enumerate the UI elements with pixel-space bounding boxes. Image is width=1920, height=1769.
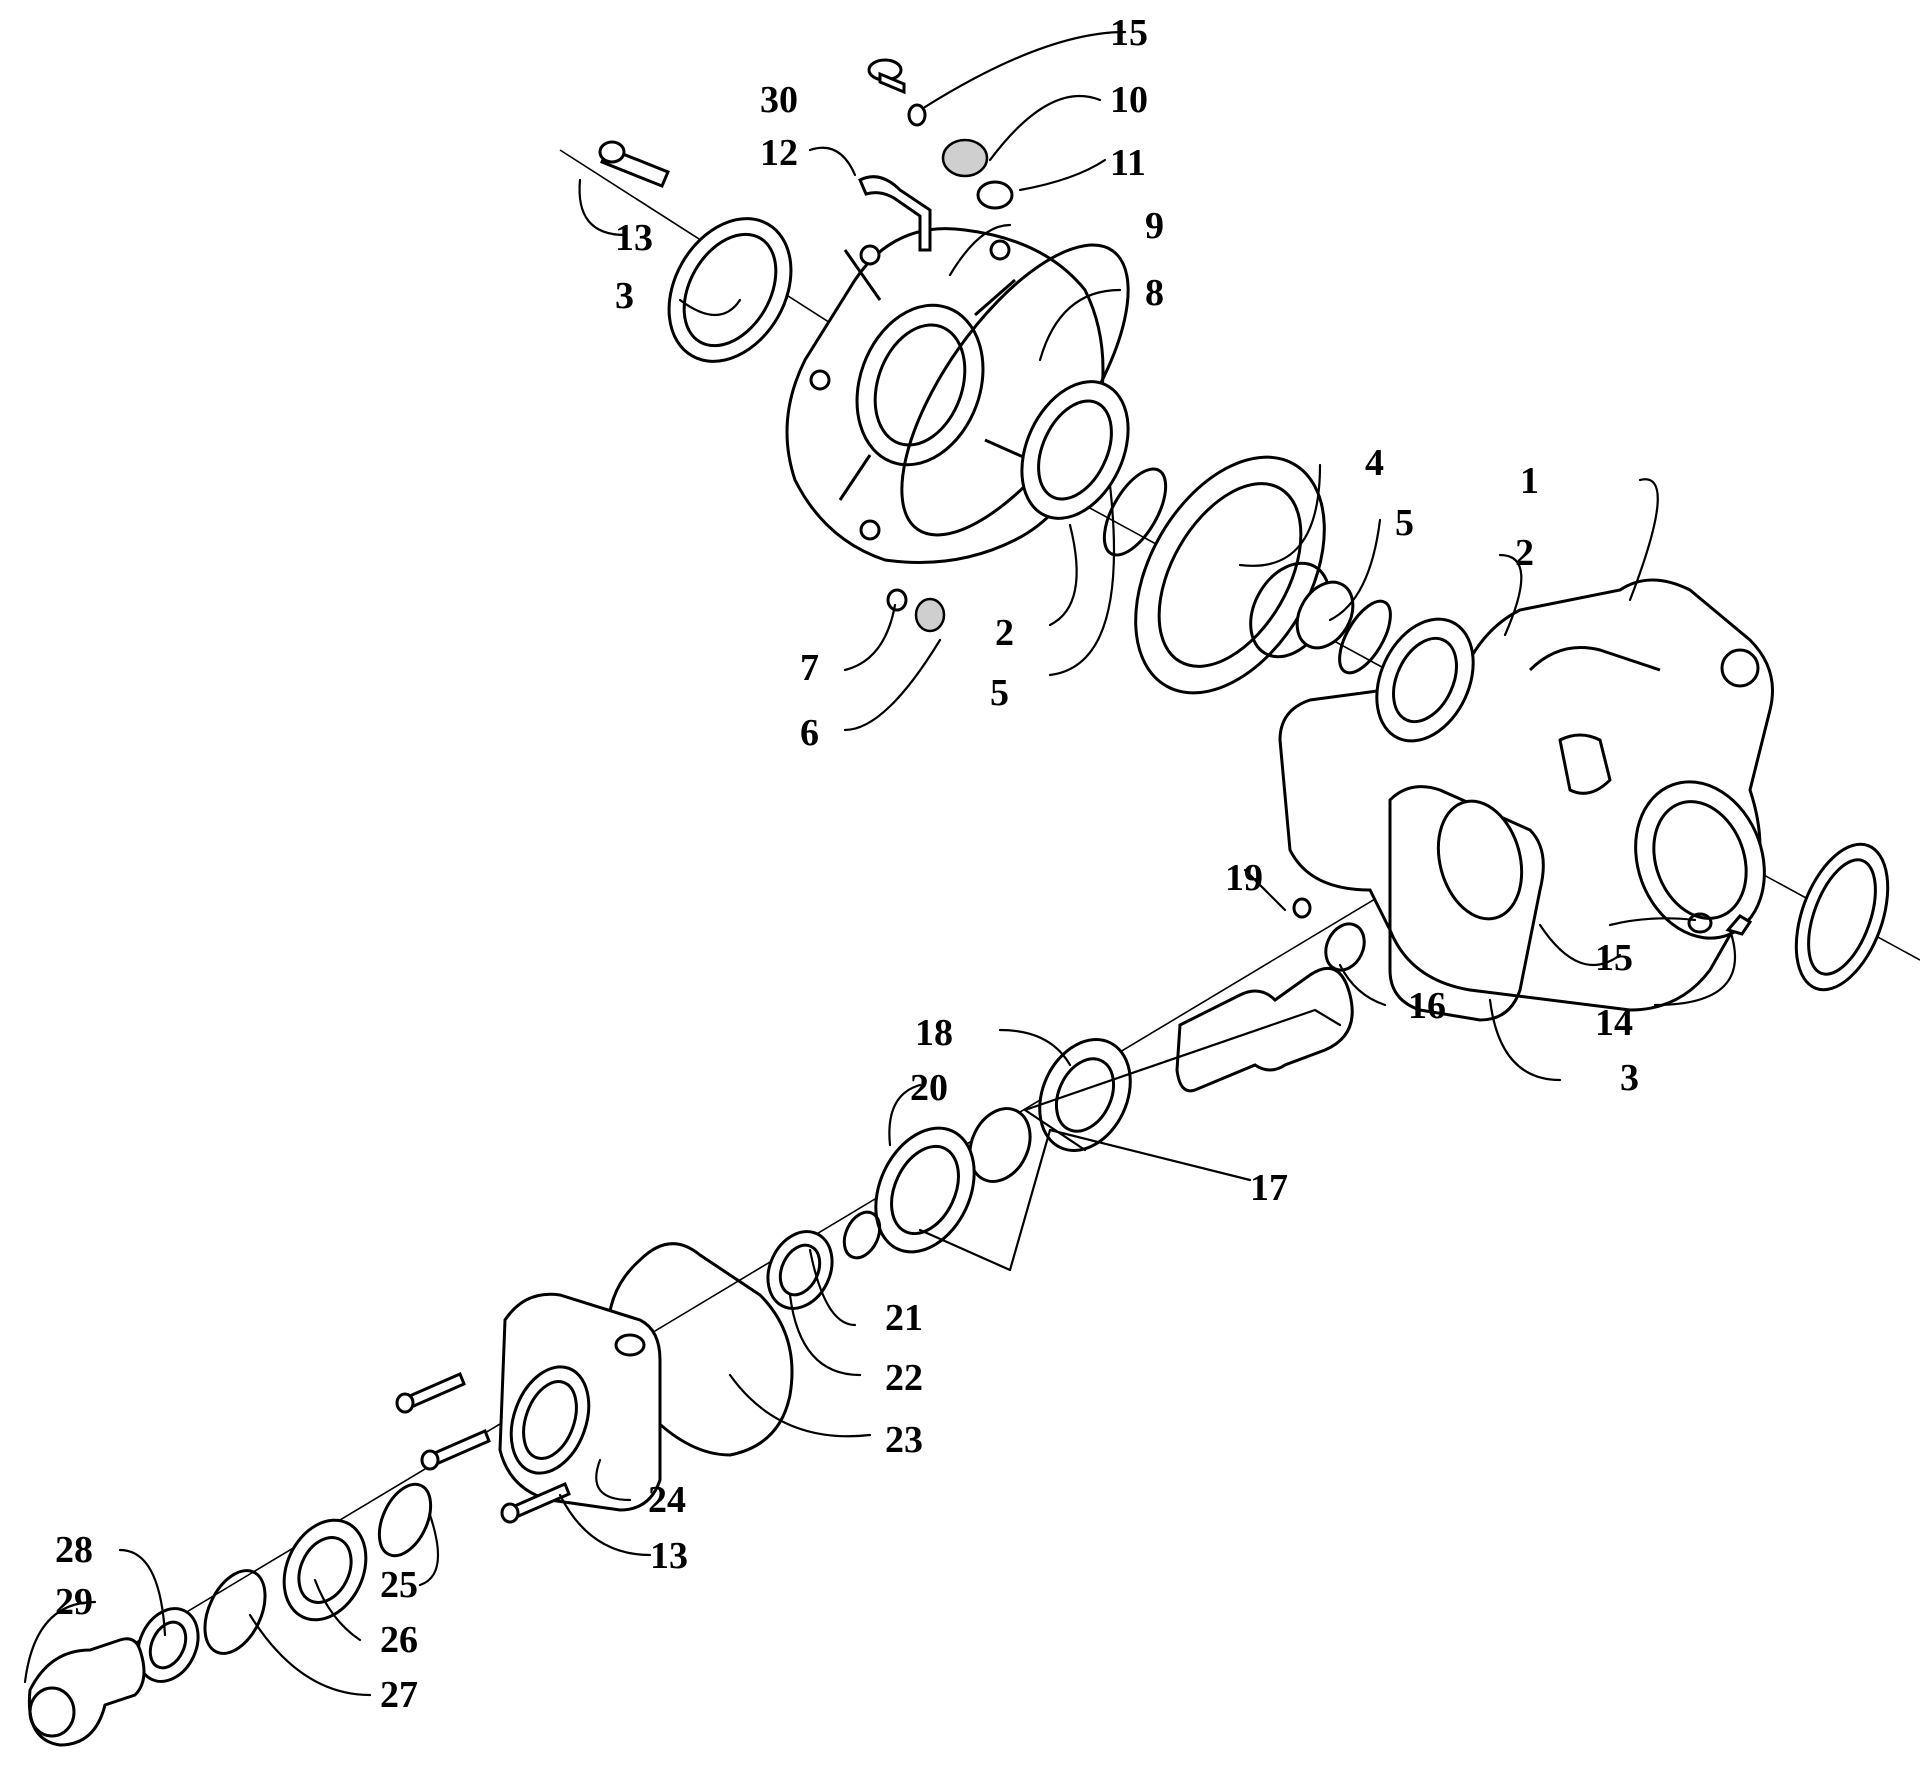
callout-25: 25 <box>380 1564 418 1606</box>
callout-21: 21 <box>885 1297 923 1339</box>
washer-top <box>907 103 927 127</box>
callout-4: 4 <box>1365 442 1384 484</box>
bearing-26 <box>282 1518 368 1622</box>
callout-20: 20 <box>910 1067 948 1109</box>
plug-10 <box>941 138 989 178</box>
shim-lower <box>1338 599 1392 675</box>
bearing-18 <box>1038 1038 1132 1152</box>
bolt-lower-3 <box>500 1482 571 1524</box>
bolt-lower-2 <box>420 1429 491 1471</box>
ring-gear <box>1134 455 1355 695</box>
bearing-upper <box>1020 380 1130 520</box>
callout-3-lower: 3 <box>1620 1057 1639 1099</box>
bolt-30 <box>867 58 906 95</box>
oil-seal-left <box>667 217 793 363</box>
washer-7 <box>886 588 908 612</box>
snap-ring-27 <box>203 1569 267 1655</box>
callout-30: 30 <box>760 79 798 121</box>
callout-5-left: 5 <box>990 672 1009 714</box>
pinion-housing <box>498 1292 662 1512</box>
callout-12: 12 <box>760 132 798 174</box>
callout-19: 19 <box>1225 857 1263 899</box>
bolt-lower-1 <box>395 1372 466 1414</box>
callout-15-upper: 15 <box>1110 12 1148 54</box>
callout-10: 10 <box>1110 79 1148 121</box>
callout-2-upper: 2 <box>995 612 1014 654</box>
bolt-top <box>598 140 670 188</box>
callout-27: 27 <box>380 1674 418 1716</box>
callout-1: 1 <box>1520 460 1539 502</box>
callout-17: 17 <box>1250 1167 1288 1209</box>
seal-28 <box>136 1607 200 1683</box>
bearing-lower <box>1375 617 1475 743</box>
snap-ring-25 <box>377 1482 433 1558</box>
callout-29: 29 <box>55 1581 93 1623</box>
callout-22: 22 <box>885 1357 923 1399</box>
vent-tube <box>858 175 932 252</box>
callout-23: 23 <box>885 1419 923 1461</box>
callout-24: 24 <box>648 1479 686 1521</box>
washer-lower <box>1687 912 1713 934</box>
callout-3-upper: 3 <box>615 275 634 317</box>
race-inner <box>968 1107 1032 1183</box>
callout-26: 26 <box>380 1619 418 1661</box>
bolt-14 <box>1725 914 1753 936</box>
yoke-29 <box>27 1637 146 1747</box>
callout-13-lower: 13 <box>650 1535 688 1577</box>
snap-ring-21 <box>842 1210 882 1260</box>
callout-9: 9 <box>1145 205 1164 247</box>
callout-18: 18 <box>915 1012 953 1054</box>
callout-7: 7 <box>800 647 819 689</box>
leader-lines <box>23 30 1736 1697</box>
callout-labels: 1 2 2 3 3 4 5 5 6 7 8 9 10 11 12 13 13 1… <box>55 12 1639 1716</box>
bearing-20 <box>874 1126 976 1254</box>
callout-13-upper: 13 <box>615 217 653 259</box>
callout-6: 6 <box>800 712 819 754</box>
oil-seal-right <box>1794 842 1890 992</box>
callout-5-right: 5 <box>1395 502 1414 544</box>
drain-plug <box>914 597 946 633</box>
callout-11: 11 <box>1110 142 1146 184</box>
callout-8: 8 <box>1145 272 1164 314</box>
callout-2-lower: 2 <box>1515 532 1534 574</box>
dowel-19 <box>1292 897 1312 919</box>
callout-15-lower: 15 <box>1595 937 1633 979</box>
o-ring-11 <box>976 180 1014 210</box>
callout-28: 28 <box>55 1529 93 1571</box>
shim-upper <box>1102 467 1168 557</box>
callout-16: 16 <box>1408 985 1446 1027</box>
callout-14: 14 <box>1595 1002 1633 1044</box>
pinion-gear <box>1175 966 1354 1093</box>
